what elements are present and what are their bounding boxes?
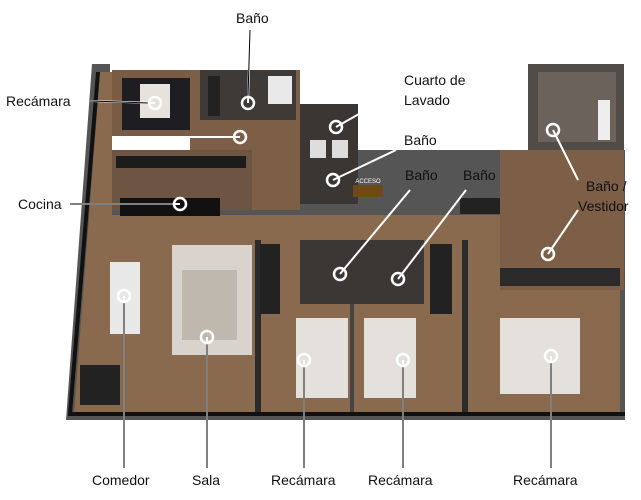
label-cuarto-lavado-2: Lavado <box>404 92 450 108</box>
bedroom-bed-3 <box>500 318 580 394</box>
marker-recamara-1 <box>296 352 312 368</box>
label-bano-lavado: Baño <box>404 132 437 148</box>
label-recamara-2: Recámara <box>368 472 433 488</box>
label-cuarto-lavado-1: Cuarto de <box>404 72 466 88</box>
marker-recamara-master <box>147 95 163 111</box>
label-recamara-3: Recámara <box>513 472 578 488</box>
label-bano-mid2: Baño <box>463 167 496 183</box>
label-bano-vestidor-1: Baño / <box>586 178 627 194</box>
label-bano-top: Baño <box>236 10 269 26</box>
marker-sala <box>199 329 215 345</box>
label-recamara-master: Recámara <box>6 93 71 109</box>
acceso-mat <box>353 185 383 197</box>
marker-recamara-3 <box>543 348 559 364</box>
marker-comedor <box>116 288 132 304</box>
label-bano-vestidor-2: Vestidor <box>578 198 629 214</box>
label-comedor: Comedor <box>92 472 150 488</box>
location-markers <box>116 95 561 368</box>
marker-bano-mid1 <box>332 266 348 282</box>
acceso-label: ACCESO <box>355 179 381 185</box>
marker-vestidor-1 <box>545 122 561 138</box>
marker-bano-lavado <box>325 172 341 188</box>
marker-vestidor-2 <box>540 246 556 262</box>
marker-recamara-2 <box>395 352 411 368</box>
middle-baths <box>300 240 424 304</box>
label-cocina: Cocina <box>18 196 62 212</box>
marker-hall <box>232 129 248 145</box>
label-recamara-1: Recámara <box>271 472 336 488</box>
marker-cocina <box>172 196 188 212</box>
label-bano-mid1: Baño <box>405 167 438 183</box>
label-sala: Sala <box>192 472 221 488</box>
marker-bano-top <box>240 95 256 111</box>
marker-bano-mid2 <box>390 271 406 287</box>
marker-lavado <box>328 119 344 135</box>
